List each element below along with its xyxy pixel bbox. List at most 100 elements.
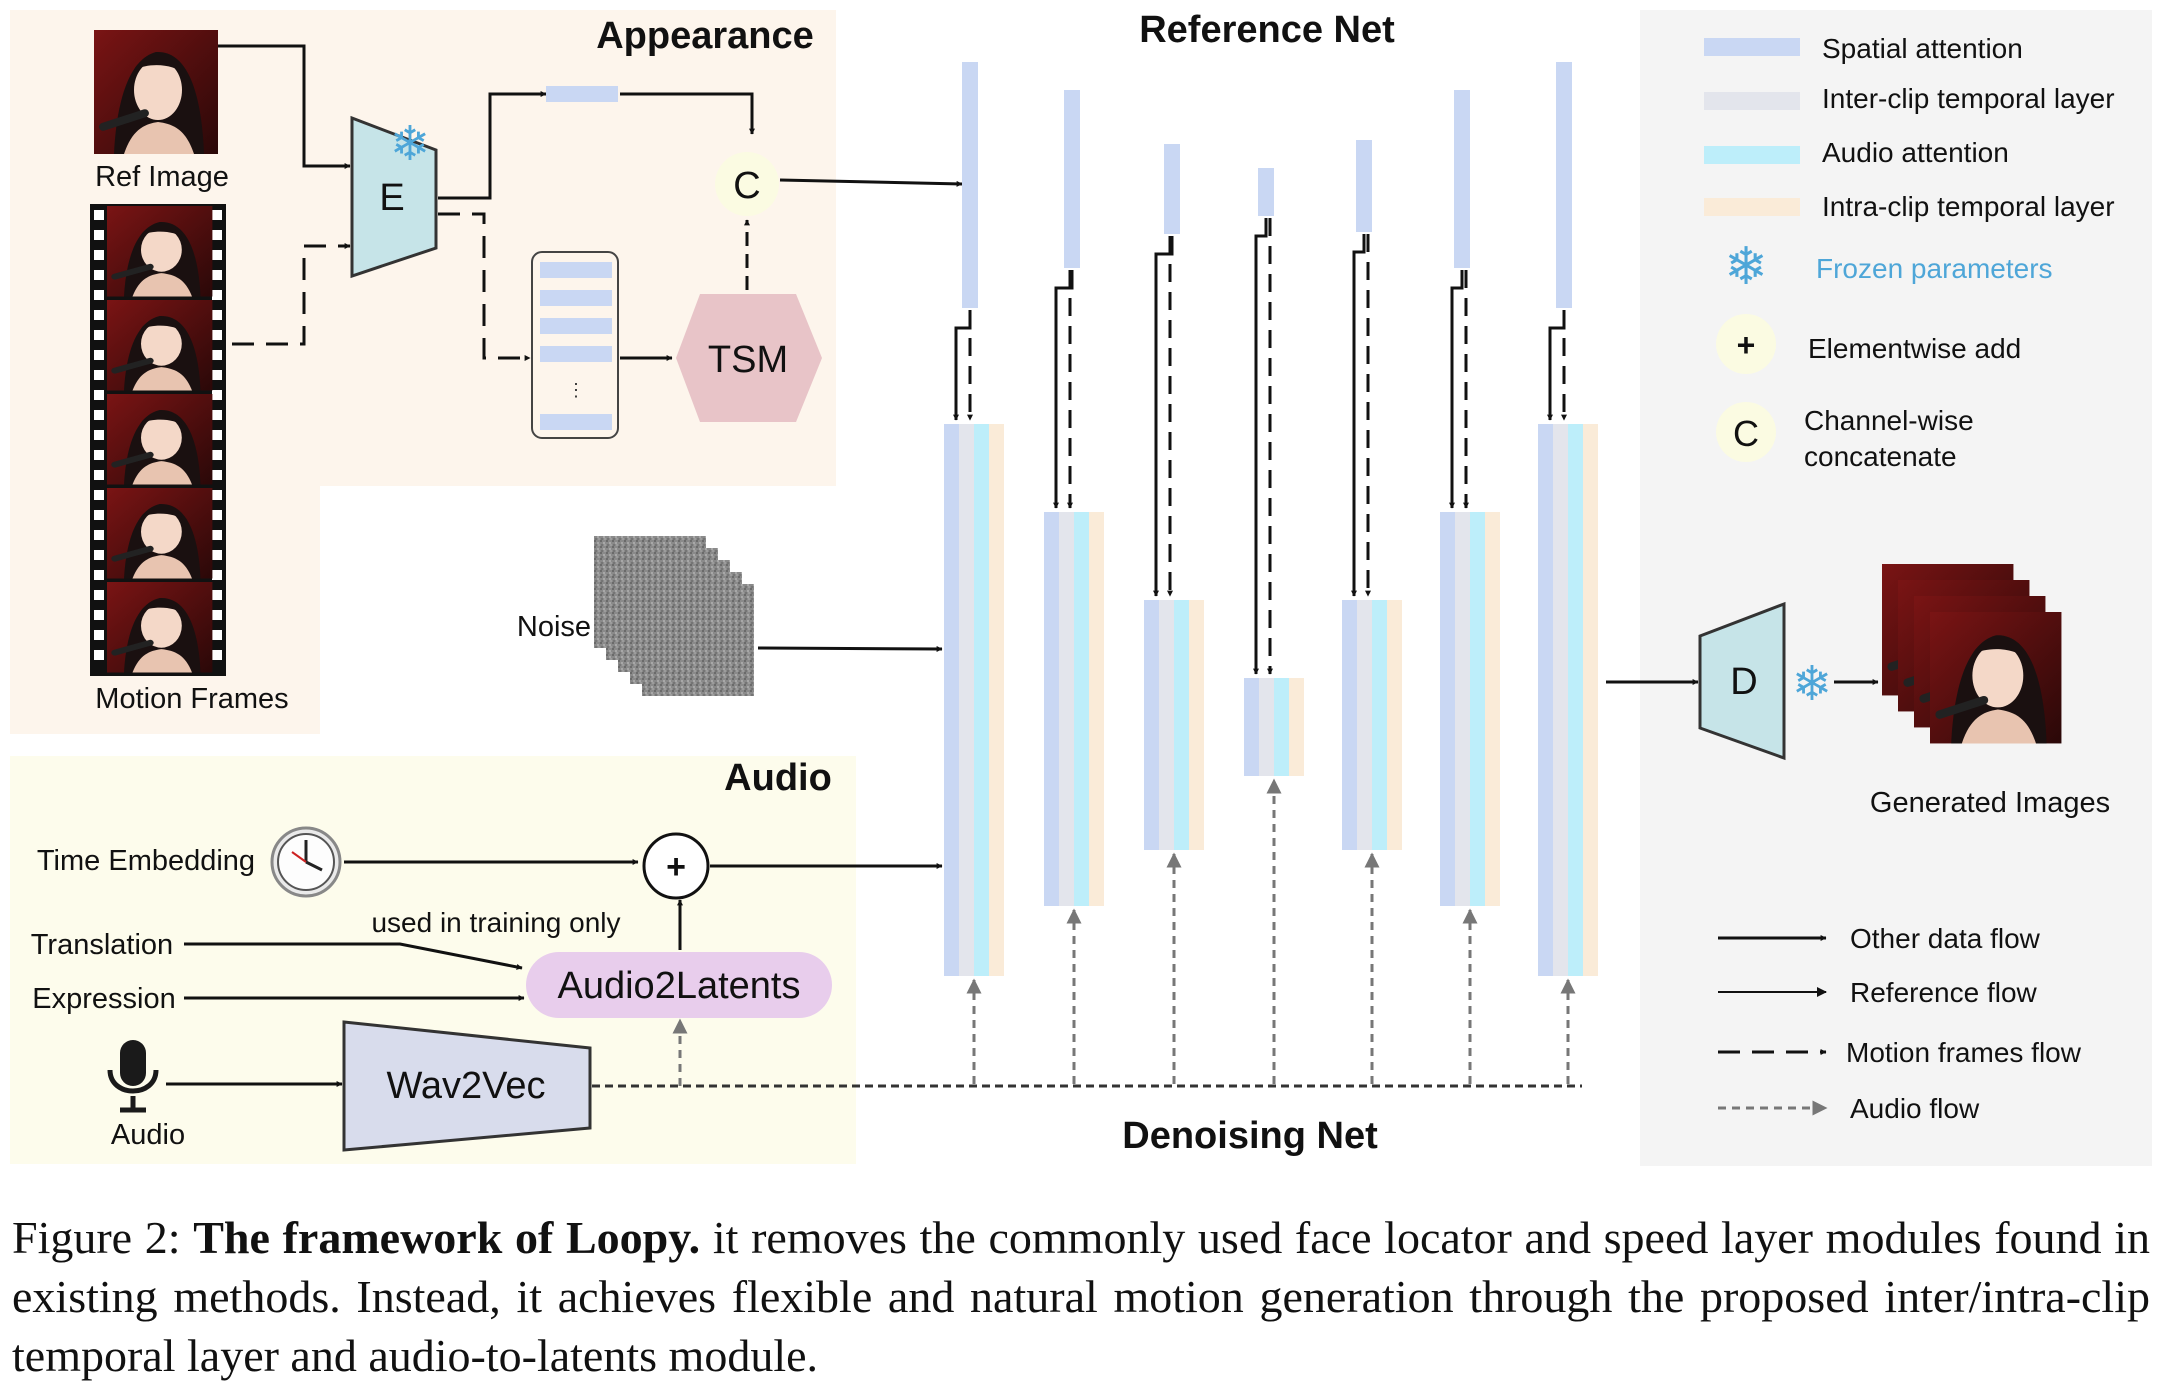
latent-to-concat-arrow — [620, 92, 755, 135]
denoise-layer-6-3 — [1470, 512, 1485, 906]
encoder-frozen-icon: ❄ — [390, 118, 430, 171]
appearance-title: Appearance — [596, 15, 814, 57]
caption-prefix: Figure 2: — [12, 1212, 194, 1263]
legend-add-symbol: + — [1737, 327, 1756, 363]
stack-ellipsis: ⋮ — [567, 380, 585, 400]
reference-block-3 — [1164, 144, 1180, 234]
legend-motion-flow-label: Motion frames flow — [1846, 1037, 2082, 1068]
generated-images-label: Generated Images — [1870, 787, 2110, 819]
legend-audio-label: Audio attention — [1822, 137, 2009, 168]
denoise-layer-7-1 — [1538, 424, 1553, 976]
denoise-layer-1-3 — [974, 424, 989, 976]
reference-flow-arrow-4 — [1253, 218, 1268, 675]
ref-image-label: Ref Image — [95, 161, 229, 193]
microphone-icon — [107, 1040, 159, 1113]
denoise-layer-7-4 — [1583, 424, 1598, 976]
legend-spatial-swatch — [1704, 38, 1800, 56]
caption-title: The framework of Loopy. — [193, 1212, 701, 1263]
denoising-net-title: Denoising Net — [1122, 1115, 1378, 1157]
ref-latent-bar — [546, 86, 618, 102]
legend-add-node — [1716, 314, 1776, 374]
translation-label: Translation — [31, 929, 173, 961]
denoise-layer-3-2 — [1159, 600, 1174, 850]
legend-intra-clip-label: Intra-clip temporal layer — [1822, 191, 2115, 222]
encoder-to-stack-arrow — [438, 212, 531, 361]
add-label: + — [666, 848, 686, 886]
legend-concat-symbol: C — [1733, 413, 1759, 454]
denoise-layer-4-4 — [1289, 678, 1304, 776]
legend-audio-flow-label: Audio flow — [1850, 1093, 1980, 1124]
legend-reference-flow-label: Reference flow — [1850, 977, 2038, 1008]
reference-block-7 — [1556, 62, 1572, 308]
legend: Spatial attention Inter-clip temporal la… — [1704, 33, 2115, 1124]
clock-icon — [270, 826, 342, 898]
motion-frames-strip — [90, 204, 226, 676]
reference-flow-arrow-2 — [1053, 270, 1074, 509]
audio-title: Audio — [724, 757, 832, 799]
legend-frozen-icon: ❄ — [1724, 238, 1768, 296]
noise-to-denoise-arrow — [757, 645, 943, 652]
wav2vec-label: Wav2Vec — [386, 1065, 545, 1107]
reference-net-title: Reference Net — [1139, 9, 1395, 51]
encoder-label: E — [379, 177, 404, 219]
legend-concat-node — [1716, 402, 1776, 462]
concat-node — [715, 152, 779, 216]
denoise-layer-1-1 — [944, 424, 959, 976]
legend-spatial-label: Spatial attention — [1822, 33, 2023, 64]
reference-block-2 — [1064, 90, 1080, 268]
legend-inter-clip-label: Inter-clip temporal layer — [1822, 83, 2115, 114]
reference-block-6 — [1454, 90, 1470, 268]
denoise-layer-6-2 — [1455, 512, 1470, 906]
caption-text: it removes the commonly used face locato… — [12, 1212, 2150, 1381]
denoise-layer-2-2 — [1059, 512, 1074, 906]
denoise-layer-1-2 — [959, 424, 974, 976]
legend-audio-swatch — [1704, 146, 1800, 164]
legend-other-flow-label: Other data flow — [1850, 923, 2041, 954]
decoder-label: D — [1730, 661, 1757, 703]
denoise-layer-5-1 — [1342, 600, 1357, 850]
decoder-block — [1698, 601, 1786, 761]
reference-flow-arrow-6 — [1449, 270, 1464, 509]
legend-concat-label-2: concatenate — [1804, 441, 1957, 472]
framework-diagram: Appearance Reference Net Audio Denoising… — [10, 9, 2152, 1166]
denoise-layer-6-4 — [1485, 512, 1500, 906]
concat-label: C — [733, 165, 760, 207]
audio2latents-block — [526, 952, 832, 1018]
legend-intra-clip-swatch — [1704, 198, 1800, 216]
denoise-layer-2-1 — [1044, 512, 1059, 906]
unet-columns — [944, 62, 1598, 1084]
decoder-frozen-icon: ❄ — [1792, 658, 1832, 711]
motion-to-encoder-arrow — [232, 243, 351, 346]
ref-image — [94, 30, 218, 154]
denoise-layer-2-4 — [1089, 512, 1104, 906]
ref-to-encoder-arrow — [218, 44, 351, 169]
translation-to-a2l-arrow — [184, 942, 523, 970]
audio-label: Audio — [111, 1119, 185, 1151]
denoise-layer-7-3 — [1568, 424, 1583, 976]
reference-flow-arrow-1 — [953, 310, 972, 421]
training-only-note: used in training only — [371, 907, 620, 938]
denoise-layer-5-2 — [1357, 600, 1372, 850]
denoise-layer-3-1 — [1144, 600, 1159, 850]
time-embedding-label: Time Embedding — [37, 845, 255, 877]
denoise-layer-6-1 — [1440, 512, 1455, 906]
figure-caption: Figure 2: The framework of Loopy. it rem… — [12, 1208, 2150, 1385]
denoise-layer-4-3 — [1274, 678, 1289, 776]
audio2latents-label: Audio2Latents — [558, 965, 801, 1007]
tsm-label: TSM — [708, 339, 788, 381]
encoder-block — [350, 115, 438, 279]
concat-to-refnet-arrow — [779, 178, 963, 187]
noise-stack — [594, 536, 754, 696]
motion-frames-label: Motion Frames — [95, 683, 288, 715]
denoise-layer-3-3 — [1174, 600, 1189, 850]
reference-block-4 — [1258, 168, 1274, 216]
denoise-layer-7-2 — [1553, 424, 1568, 976]
legend-concat-label-1: Channel-wise — [1804, 405, 1974, 436]
expression-label: Expression — [32, 983, 175, 1015]
denoise-layer-5-4 — [1387, 600, 1402, 850]
legend-add-label: Elementwise add — [1808, 333, 2021, 364]
noise-label: Noise — [517, 611, 591, 643]
reference-flow-arrow-5 — [1351, 234, 1366, 597]
denoise-layer-2-3 — [1074, 512, 1089, 906]
denoise-layer-3-4 — [1189, 600, 1204, 850]
